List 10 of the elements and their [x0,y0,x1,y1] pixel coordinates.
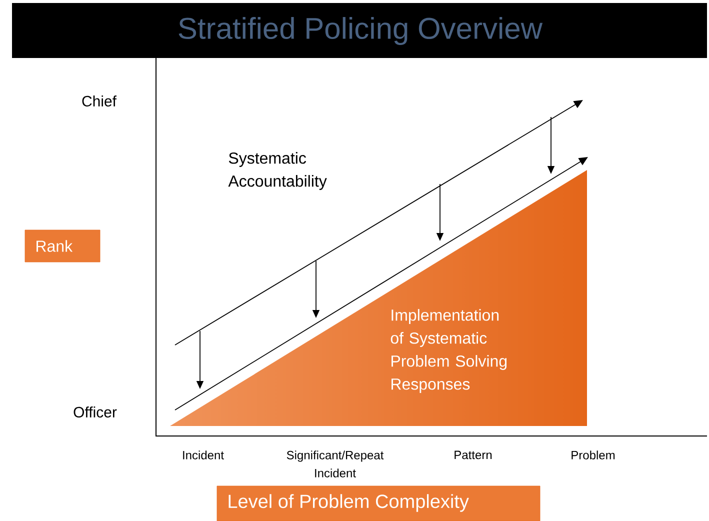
axis-label: Incident [183,450,224,460]
axis-label: Pattern [454,450,492,460]
title-banner: Stratified Policing Overview [12,3,707,58]
axis-label: Officer [74,406,117,418]
annotation-text: Systematic Accountability [228,152,327,190]
axis-label: Problem [572,450,615,460]
axis-label: Chief [82,95,117,106]
label-box: Level of Problem Complexity [216,486,540,521]
triangle-area: Implementation of Systematic Problem Solving Responses [390,309,507,393]
label-box: Rank [24,230,100,262]
